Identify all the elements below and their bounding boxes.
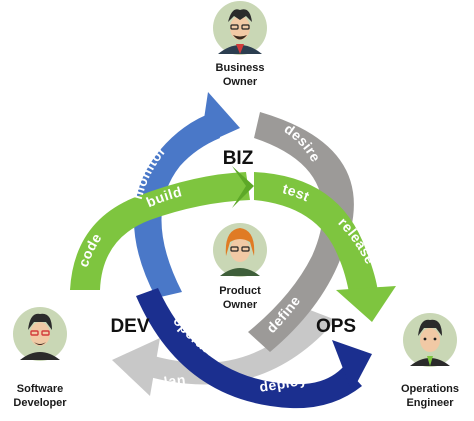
software-developer-label-line2: Developer xyxy=(13,397,67,409)
business-owner-label-line1: Business xyxy=(216,62,265,74)
product-owner-label-line1: Product xyxy=(219,285,261,297)
operations-engineer-label-line2: Engineer xyxy=(406,397,454,409)
operations-engineer-label-line1: Operations xyxy=(401,383,459,395)
release-arrow-body xyxy=(254,172,378,298)
desire-define-arrow xyxy=(248,112,354,352)
business-owner-label-line2: Owner xyxy=(223,76,258,88)
hub-dev: DEV xyxy=(110,316,149,337)
step-plan: plan xyxy=(153,371,186,391)
software-developer-label-line1: Software xyxy=(17,383,63,395)
plan-arrow-head xyxy=(112,338,160,396)
product-owner-avatar xyxy=(213,223,267,277)
monitor-arrow-body xyxy=(133,112,220,298)
hub-ops: OPS xyxy=(316,316,356,337)
monitor-arrow-head xyxy=(200,92,240,146)
build-test-arrow-notch xyxy=(232,166,254,208)
hub-biz: BIZ xyxy=(223,148,254,169)
product-owner-label-line2: Owner xyxy=(223,299,258,311)
operations-engineer-avatar xyxy=(403,313,457,367)
build-test-arrow xyxy=(70,166,396,322)
build-test-arrow-body xyxy=(70,172,250,290)
operate-deploy-arrow xyxy=(136,288,372,409)
monitor-arrow xyxy=(133,92,240,298)
operate-deploy-arrow-head xyxy=(332,340,372,392)
release-arrow-head xyxy=(336,286,396,322)
operate-deploy-arrow-body xyxy=(136,288,362,409)
desire-define-arrow-body xyxy=(248,112,354,352)
business-owner-avatar xyxy=(213,1,267,55)
software-developer-avatar xyxy=(13,307,67,361)
